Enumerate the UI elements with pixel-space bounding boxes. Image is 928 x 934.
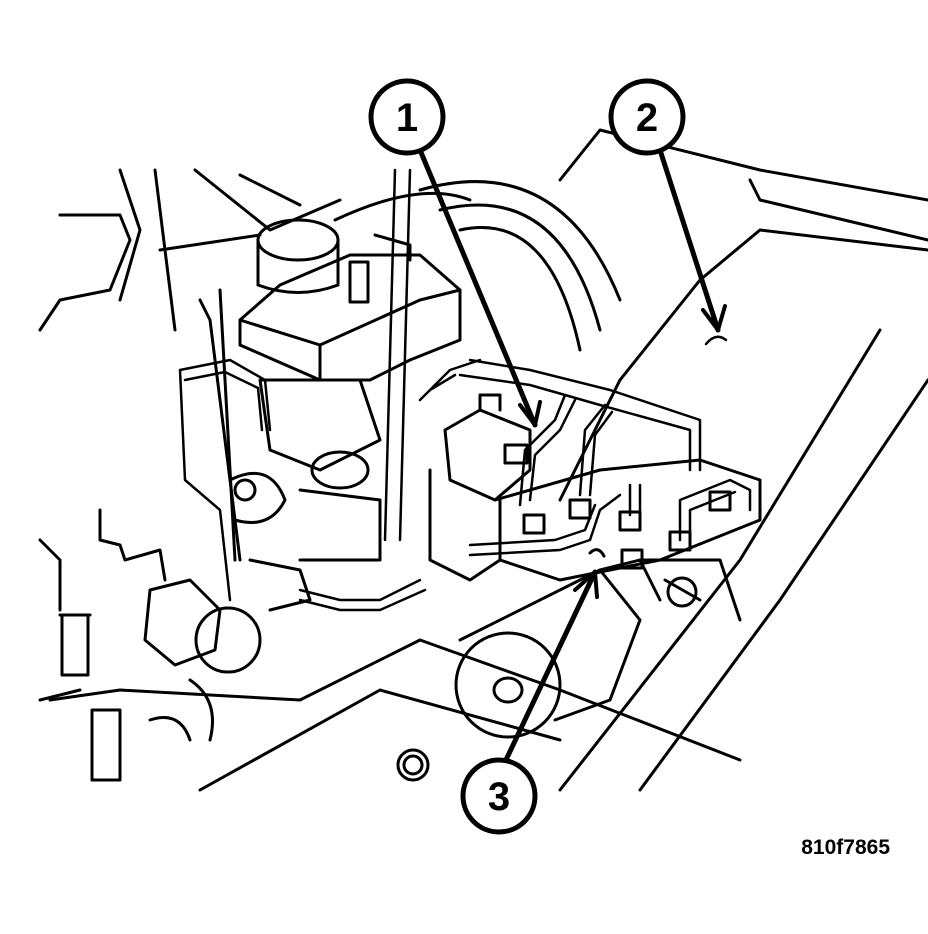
- callout-3-number: 3: [488, 775, 510, 819]
- callout-1-number: 1: [396, 96, 418, 140]
- callout-1: 1: [368, 78, 446, 156]
- figure-id-label: 810f7865: [801, 836, 890, 859]
- callout-leader-3: [502, 569, 599, 765]
- floor-plug-icon: [396, 748, 430, 782]
- callout-2: 2: [608, 78, 686, 156]
- callout-leader-2: [657, 147, 728, 346]
- abs-hydraulic-control-unit-icon: [428, 393, 762, 582]
- hcu-mounting-bracket-icon: [588, 548, 742, 622]
- brake-fluid-reservoir-icon: [238, 218, 462, 382]
- lower-components-icon: [38, 471, 312, 782]
- callout-3: 3: [460, 757, 538, 835]
- brake-booster-icon: [333, 180, 622, 352]
- fender-structure-icon: [38, 168, 342, 332]
- body-panel-icon: [48, 128, 928, 792]
- brake-lines-icon: [178, 168, 752, 612]
- callout-2-number: 2: [636, 96, 658, 140]
- callout-leader-1: [417, 147, 542, 428]
